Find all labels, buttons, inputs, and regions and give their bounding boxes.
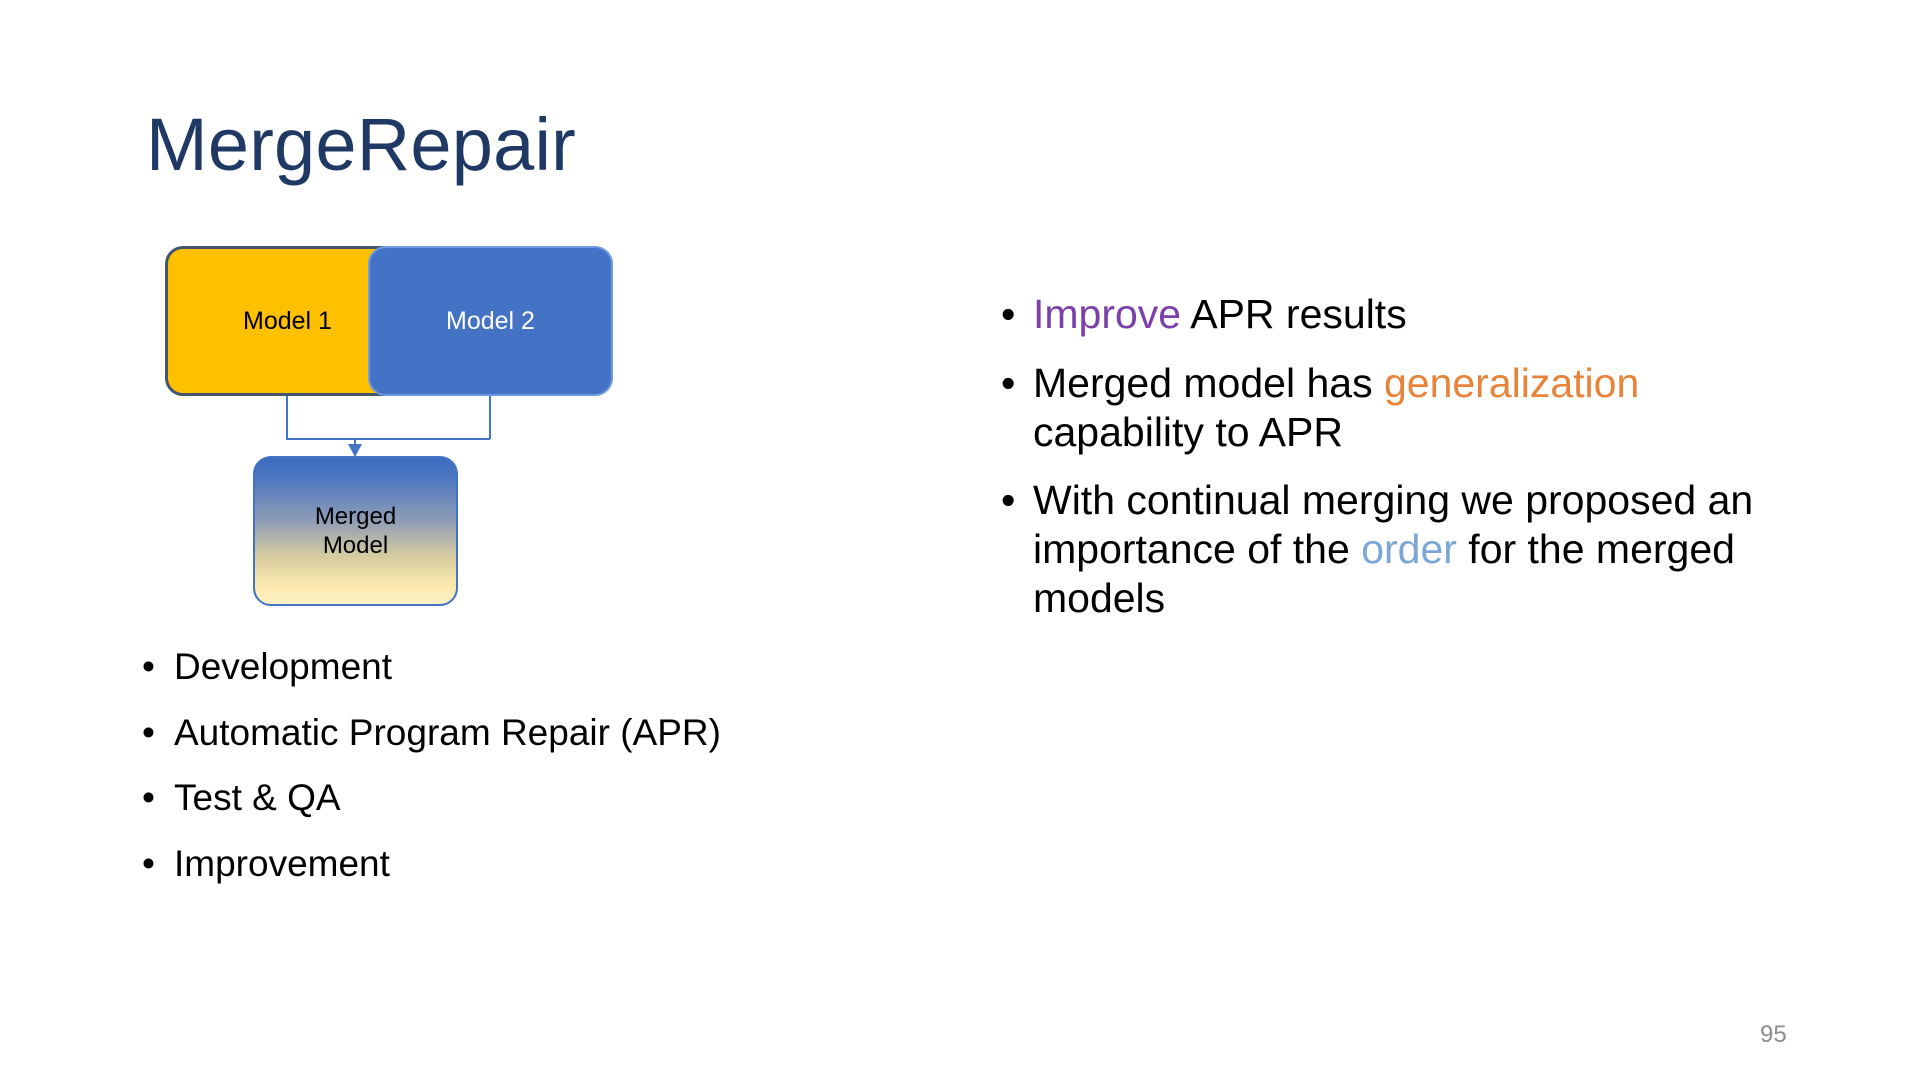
left-bullet-list: Development Automatic Program Repair (AP… [136,645,896,908]
right-bullet-highlight-generalization: generalization [1383,359,1640,406]
right-bullet-highlight-order: order [1361,526,1457,573]
list-item: Improvement [136,842,896,886]
diagram-node-merged-model-label-line1: Merged [314,502,397,530]
right-bullet-text-capability-to-apr: capability to APR [1033,408,1343,455]
list-item: Automatic Program Repair (APR) [136,711,896,755]
right-bullet-text-merged-model-has: Merged model has [1033,359,1384,406]
list-item: Improve APR results [995,290,1795,339]
right-bullet-text-for-merged-models: for the merged models [1033,526,1735,621]
left-bullet-text-improvement: Improvement [174,842,390,884]
list-item: Test & QA [136,776,896,820]
diagram-node-model2-label: Model 2 [446,306,535,335]
list-item: With continual merging we proposed an im… [995,476,1795,622]
left-bullet-text-development: Development [174,646,393,687]
diagram-node-model1-label: Model 1 [243,306,332,335]
right-bullet-list: Improve APR results Merged model has gen… [995,290,1795,643]
page-number: 95 [1760,1021,1787,1048]
merge-flow-diagram: Model 1 Model 2 Merged Model [150,240,750,615]
left-bullet-text-apr: Automatic Program Repair (APR) [174,711,721,753]
right-bullet-text-apr-results: APR results [1181,291,1407,337]
diagram-node-model2[interactable]: Model 2 [368,246,613,396]
left-bullet-text-test-qa: Test & QA [174,777,341,819]
list-item: Development [136,645,896,689]
right-bullet-highlight-improve: Improve [1033,291,1182,337]
diagram-node-merged-model-label-line2: Model [322,532,389,559]
list-item: Merged model has generalization capabili… [995,359,1795,457]
page-title: MergeRepair [146,103,576,186]
diagram-node-merged-model[interactable]: Merged Model [253,456,458,606]
right-bullet-text-continual-merging: With continual merging we proposed an im… [1033,477,1754,573]
